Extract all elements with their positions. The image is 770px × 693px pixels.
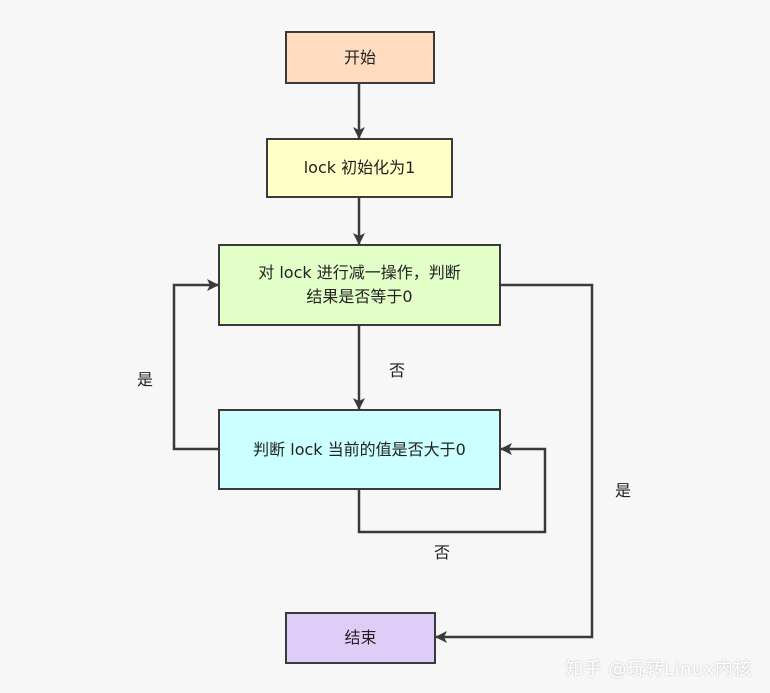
start-node: 开始 [285,31,435,84]
value-check-node: 判断 lock 当前的值是否大于0 [218,409,501,490]
label-value-no: 否 [434,543,451,562]
init-lock-node: lock 初始化为1 [266,138,453,198]
watermark: 知乎 @玩转Linux内核 [565,659,752,680]
init-lock-node-label: lock 初始化为1 [303,158,416,177]
label-decrement-yes: 是 [137,370,154,389]
end-node-label: 结束 [344,628,377,647]
decrement-check-node: 对 lock 进行减一操作，判断 结果是否等于0 [218,244,501,326]
label-decrement-no: 否 [389,361,406,380]
label-value-yes: 是 [615,481,632,500]
value-check-node-label: 判断 lock 当前的值是否大于0 [253,439,466,459]
edge-decrement-yes-to-end [435,283,594,643]
edge-check-yes-loop [172,279,219,451]
start-node-label: 开始 [343,47,376,67]
edge-check-no-loop [357,443,547,534]
end-node: 结束 [285,612,436,664]
decrement-check-node-label: 对 lock 进行减一操作，判断 结果是否等于0 [258,263,461,306]
